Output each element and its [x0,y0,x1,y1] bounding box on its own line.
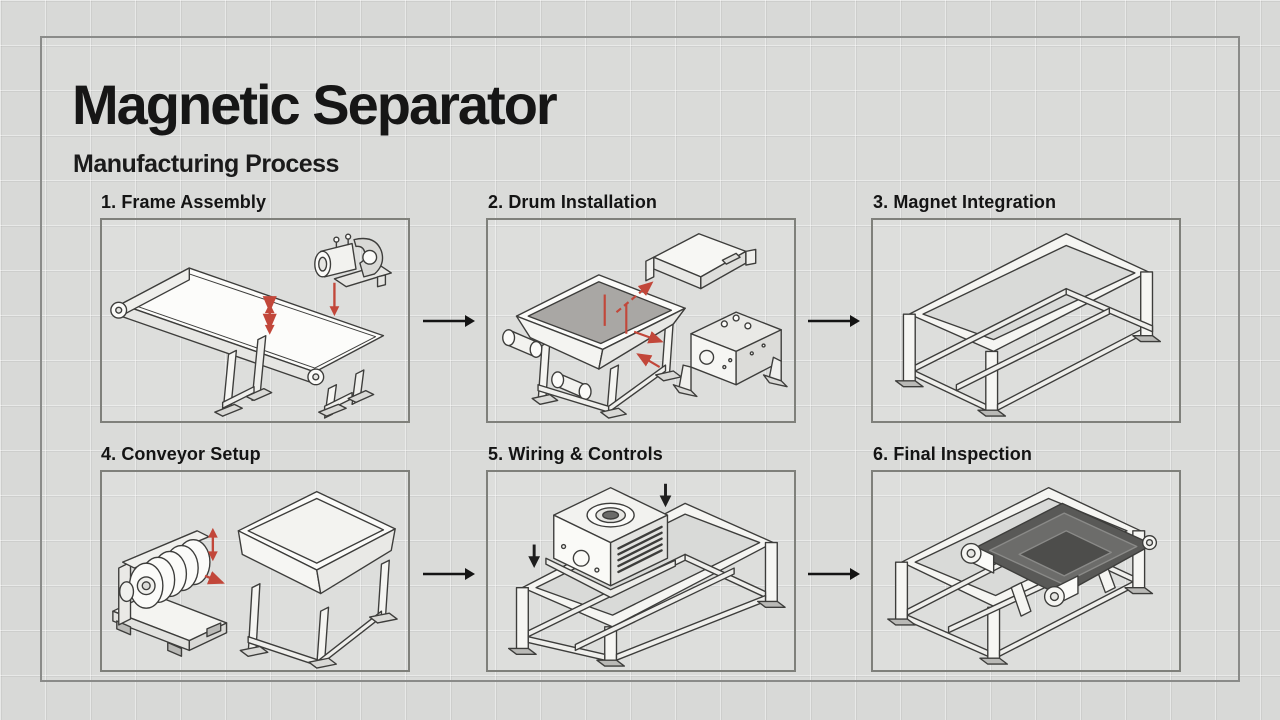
setup-direction-arrows [204,527,225,585]
step-label-frame-assembly: 1. Frame Assembly [101,192,267,212]
step-label-drum-installation: 2. Drum Installation [488,192,658,212]
conveyor-frame-illustration [110,233,392,419]
step-panel-conveyor-setup [100,470,410,672]
step-panel-frame-assembly [100,218,410,423]
step-label-conveyor-setup: 4. Conveyor Setup [101,444,261,464]
step-panel-magnet-integration [871,218,1181,423]
installation-direction-arrows [603,281,664,369]
assembled-separator-illustration [887,486,1158,665]
steel-frame-illustration [894,233,1162,417]
flow-arrow-1-to-2 [423,315,475,327]
step-panel-final-inspection [871,470,1181,672]
flow-arrow-5-to-6 [808,568,860,580]
drum-installation-illustration [502,233,788,419]
magnetic-drum-and-tray-illustration [112,490,398,669]
machine-on-frame-illustration [507,483,786,667]
page-title: Magnetic Separator [72,73,558,136]
flow-arrow-2-to-3 [808,315,860,327]
step-panel-wiring-controls [486,470,796,672]
assembly-direction-arrows [262,282,340,335]
step-label-wiring-controls: 5. Wiring & Controls [488,444,663,464]
flow-arrow-4-to-5 [423,568,475,580]
step-label-final-inspection: 6. Final Inspection [873,444,1032,464]
step-label-magnet-integration: 3. Magnet Integration [873,192,1057,212]
step-panel-drum-installation [486,218,796,423]
page-subtitle: Manufacturing Process [73,150,339,178]
fastener-arrows [528,483,672,569]
